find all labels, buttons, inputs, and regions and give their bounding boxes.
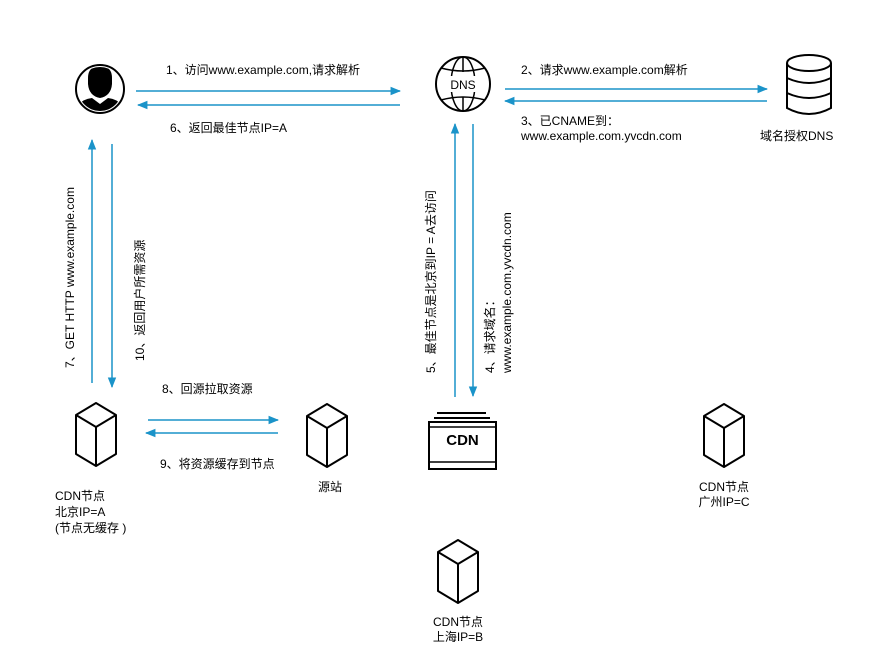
step4-label-line2: www.example.com.yvcdn.com [500, 212, 514, 373]
step1-label: 1、访问www.example.com,请求解析 [166, 63, 361, 77]
server-cube-icon-origin [306, 403, 348, 468]
cdn-box-icon [428, 412, 497, 470]
shanghai-label-line2: 上海IP=B [432, 630, 484, 644]
server-cube-icon-shanghai [437, 539, 479, 604]
step10-label: 10、返回用户所需资源 [133, 239, 147, 361]
dns-label: DNS [450, 78, 475, 92]
step9-label: 9、将资源缓存到节点 [160, 457, 275, 471]
guangzhou-label-line1: CDN节点 [699, 480, 749, 494]
beijing-label-line2: 北京IP=A [55, 505, 106, 519]
cdn-center-label: CDN [446, 432, 479, 449]
origin-label: 源站 [318, 480, 343, 494]
step2-label: 2、请求www.example.com解析 [521, 63, 688, 77]
globe-icon [435, 56, 491, 112]
step7-label: 7、GET HTTP www.example.com [63, 187, 77, 368]
user-avatar-icon [75, 64, 125, 114]
step8-label: 8、回源拉取资源 [162, 382, 253, 396]
server-cube-icon-guangzhou [703, 403, 745, 468]
step6-label: 6、返回最佳节点IP=A [170, 121, 288, 135]
step3-label-line2: www.example.com.yvcdn.com [521, 129, 682, 143]
shanghai-label-line1: CDN节点 [433, 615, 483, 629]
beijing-label-line3: (节点无缓存 ) [55, 521, 127, 535]
server-cube-icon-beijing [75, 402, 117, 467]
guangzhou-label-line2: 广州IP=C [698, 495, 750, 509]
step5-label: 5、最佳节点是北京到IP = A去访问 [424, 190, 438, 373]
beijing-label-line1: CDN节点 [55, 489, 105, 503]
step4-label-line1: 4、请求域名： [483, 294, 497, 373]
database-icon [786, 54, 832, 115]
auth-dns-label: 域名授权DNS [760, 129, 834, 143]
step3-label-line1: 3、已CNAME到： [521, 114, 620, 128]
